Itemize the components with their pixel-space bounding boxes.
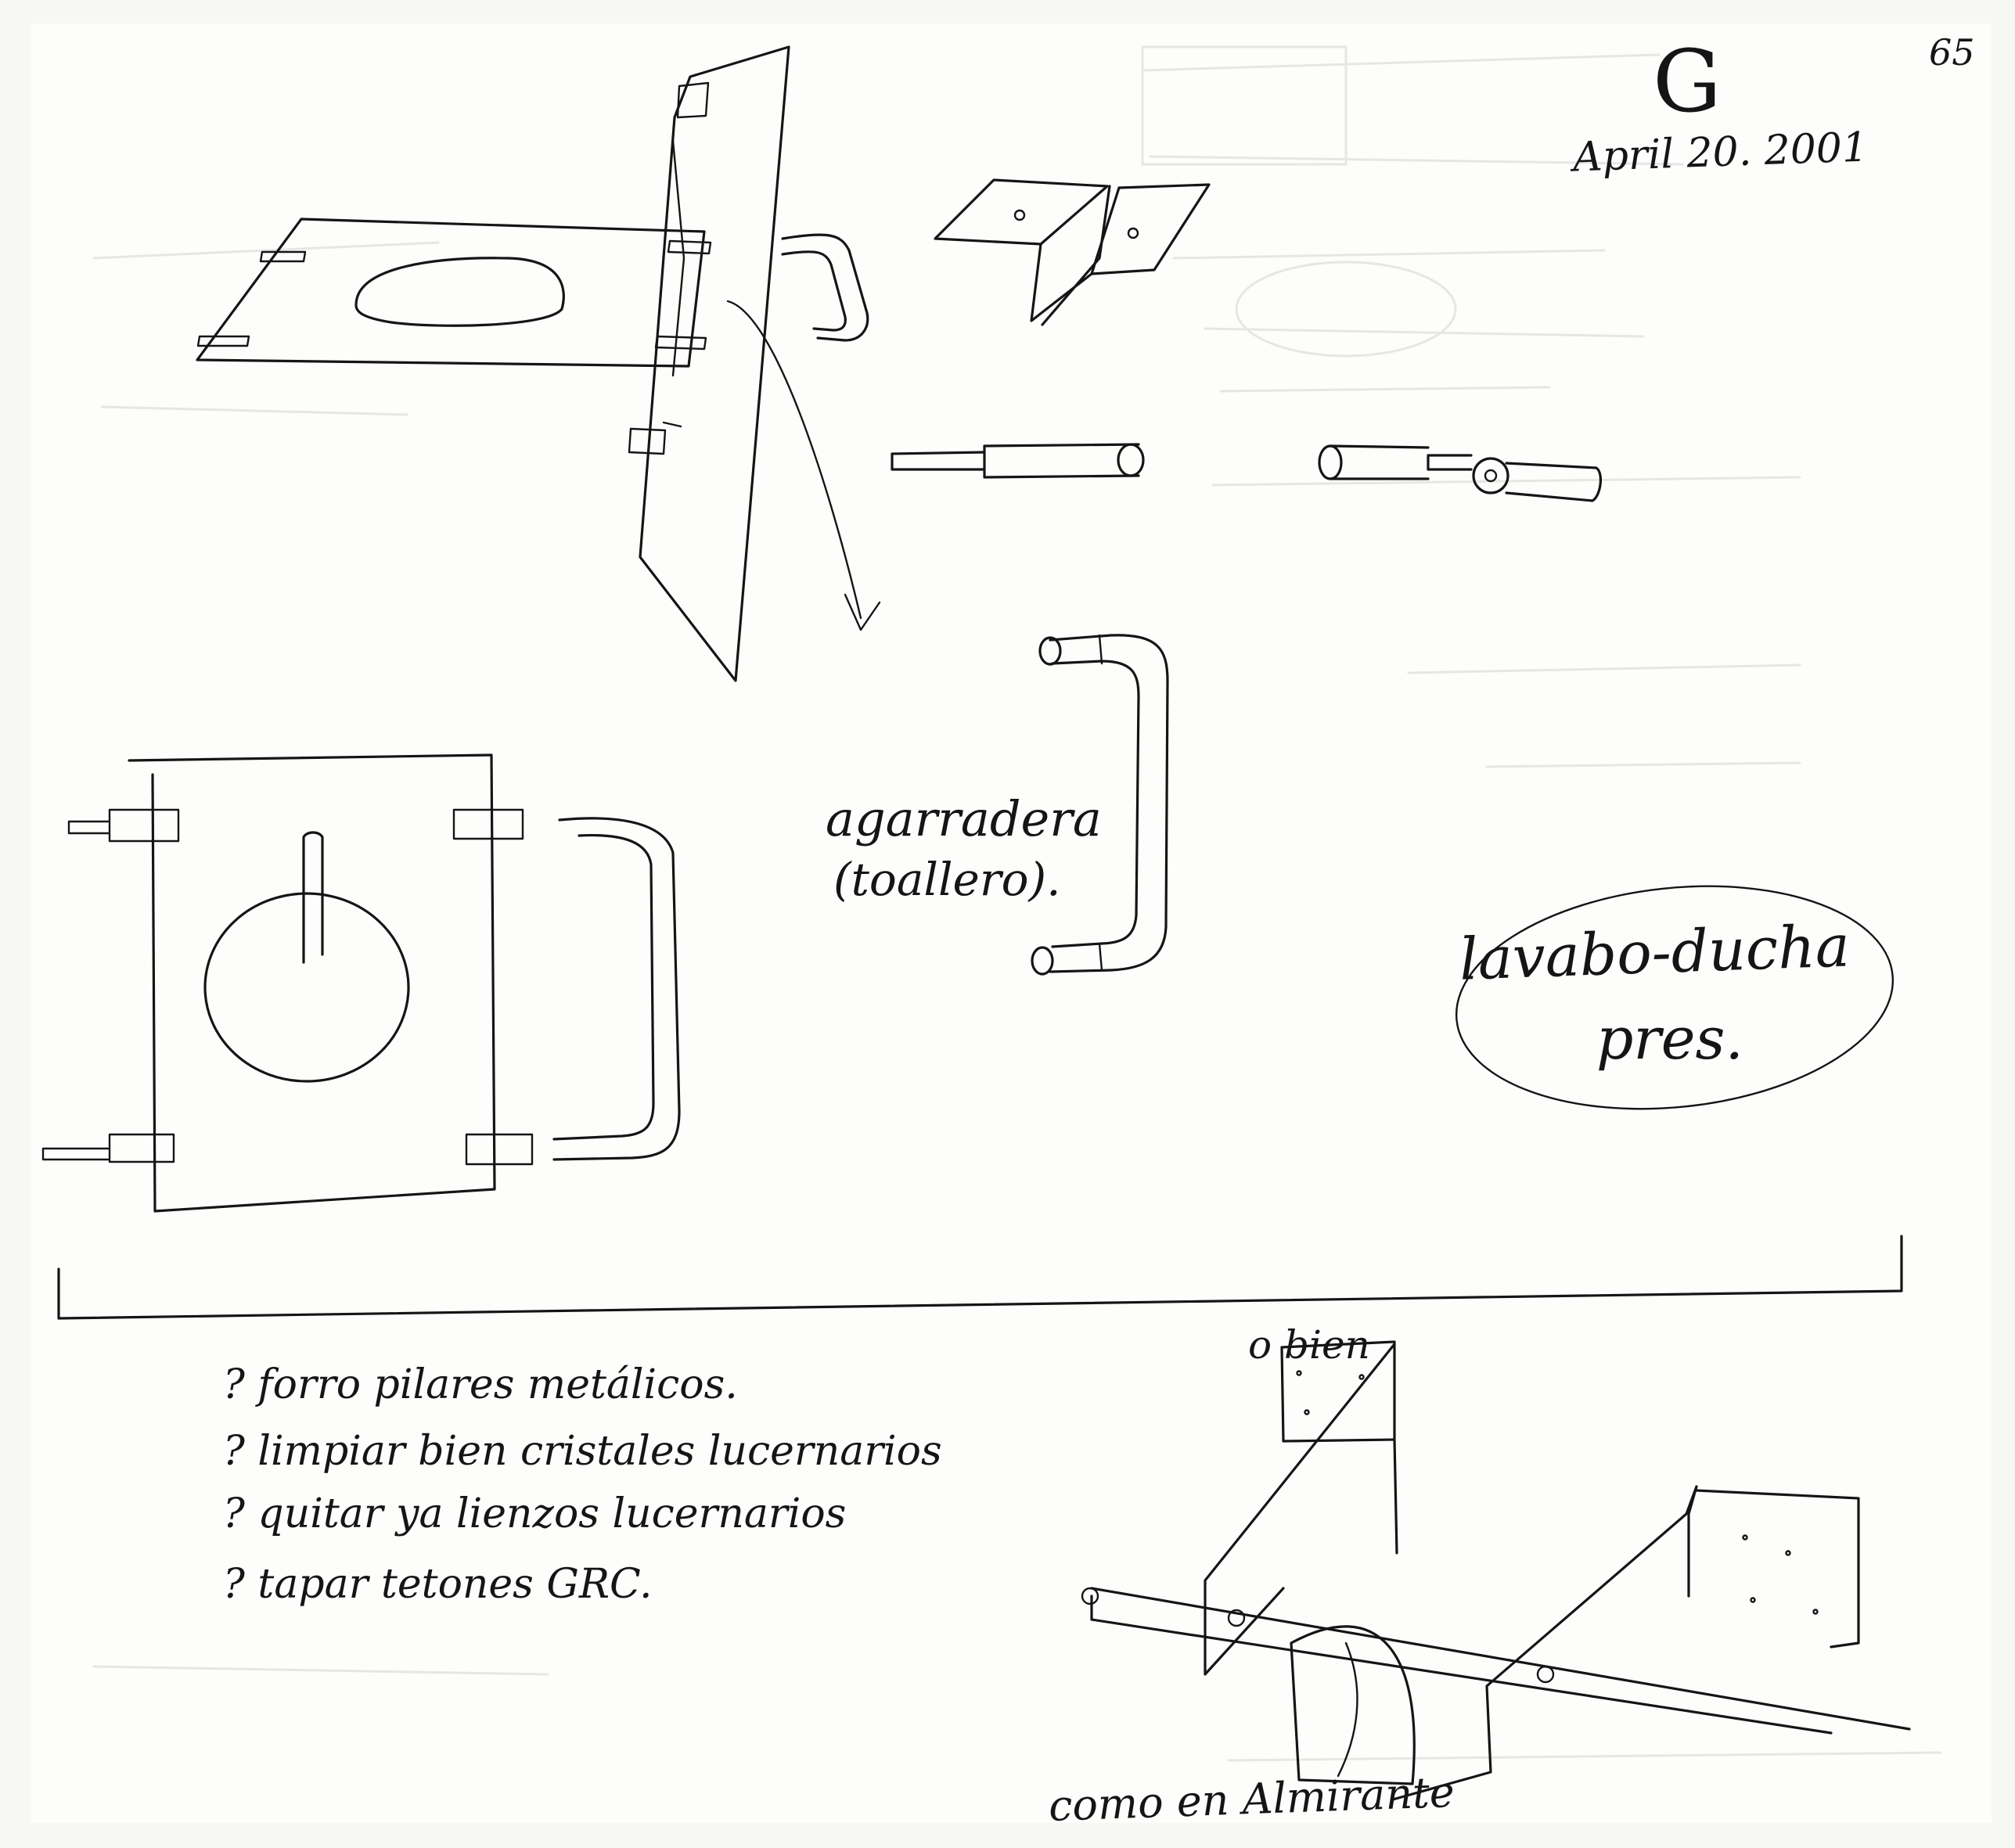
grab-bar-sketch-icon	[781, 233, 869, 342]
todo-bullet: ?	[223, 1361, 245, 1408]
alternative-label: o bien	[1248, 1322, 1370, 1368]
section-letter: G	[1653, 31, 1722, 131]
front-plate-sketch-icon	[41, 753, 681, 1213]
todo-text: limpiar bien cristales lucernarios	[257, 1428, 942, 1475]
encircled-note-line1: lavabo-ducha	[1458, 912, 1851, 994]
todo-bullet: ?	[223, 1490, 245, 1537]
todo-item: ? limpiar bien cristales lucernarios	[223, 1428, 942, 1475]
todo-item: ? quitar ya lienzos lucernarios	[223, 1490, 846, 1537]
todo-text: forro pilares metálicos.	[257, 1361, 738, 1408]
folded-plate-sketch-icon	[1081, 1340, 1911, 1801]
encircle-mark	[1455, 885, 1894, 1110]
tube-fitting-sketch-icon	[891, 443, 1603, 502]
wall-plate-sketch-icon	[196, 45, 881, 682]
todo-bullet: ?	[223, 1561, 245, 1608]
towel-rail-sketch-icon	[1031, 634, 1169, 976]
page-number: 65	[1929, 31, 1975, 74]
angle-bracket-sketch-icon	[934, 178, 1211, 326]
encircled-note-line2: pres.	[1596, 1005, 1744, 1073]
todo-text: tapar tetones GRC.	[257, 1561, 653, 1608]
towel-rail-alt-label: (toallero).	[833, 853, 1061, 906]
towel-rail-label: agarradera	[826, 790, 1102, 847]
todo-bullet: ?	[223, 1428, 245, 1475]
todo-item: ? tapar tetones GRC.	[223, 1561, 653, 1608]
todo-item: ? forro pilares metálicos.	[223, 1361, 738, 1408]
todo-text: quitar ya lienzos lucernarios	[257, 1490, 847, 1537]
paper-sheet	[31, 23, 1992, 1823]
section-bracket	[57, 1235, 1903, 1320]
